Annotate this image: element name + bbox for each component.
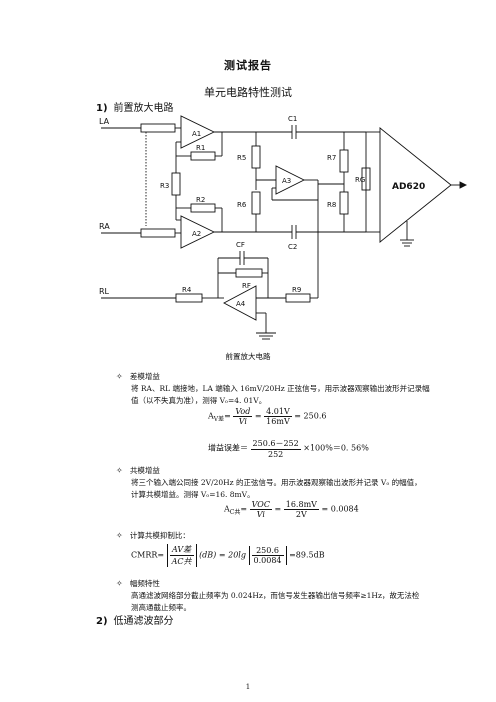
label-rf: RF — [242, 282, 251, 290]
label-c1: C1 — [288, 115, 297, 123]
label-c2: C2 — [288, 243, 297, 251]
freq-text-1: 高通滤波网络部分截止频率为 0.024Hz，而信号发生器输出信号频率≥1Hz，故… — [131, 591, 420, 600]
report-title: 测试报告 — [224, 59, 272, 72]
bullet-icon: ✧ — [116, 466, 123, 475]
diff-gain-heading: ✧ 差模增益 — [116, 371, 160, 383]
label-la: LA — [99, 117, 110, 126]
label-r3: R3 — [160, 182, 169, 190]
opamp-a4 — [223, 285, 257, 321]
label-r1: R1 — [196, 144, 205, 152]
page-number: 1 — [245, 683, 251, 691]
cmrr-title: 计算共模抑制比： — [129, 531, 190, 540]
opamp-a3 — [275, 165, 306, 195]
label-r4: R4 — [182, 286, 192, 294]
label-a4: A4 — [236, 300, 246, 308]
section-1-heading: 1) 前置放大电路 — [96, 99, 174, 114]
bullet-icon: ✧ — [116, 531, 123, 540]
section-2-number: 2) — [96, 616, 108, 627]
label-a1: A1 — [192, 130, 201, 138]
preamp-circuit-diagram: LA RA RL A1 A2 A3 A4 R1 R2 R3 R4 R5 R6 R… — [99, 115, 468, 340]
section-2-label: 低通滤波部分 — [113, 616, 174, 627]
common-gain-text-1: 将三个输入端公同接 2V/20Hz 的正弦信号。用示波器观察输出波形并记录 Vₒ… — [131, 478, 422, 487]
circuit-caption: 前置放大电路 — [225, 352, 271, 361]
section-1-label: 前置放大电路 — [113, 103, 174, 114]
label-ra: RA — [99, 222, 110, 231]
freq-text-2: 测高通截止频率。 — [131, 603, 191, 612]
common-gain-heading: ✧ 共模增益 — [116, 465, 160, 477]
label-ad620: AD620 — [392, 182, 425, 192]
label-rl: RL — [99, 287, 110, 296]
label-r9: R9 — [292, 286, 301, 294]
ad620-amplifier — [379, 127, 452, 243]
label-r5: R5 — [237, 154, 246, 162]
label-r6: R6 — [237, 201, 247, 209]
report-subtitle: 单元电路特性测试 — [204, 86, 292, 99]
label-a2: A2 — [192, 230, 201, 238]
label-a3: A3 — [282, 177, 291, 185]
freq-title: 幅频特性 — [129, 579, 160, 588]
ra-input-resistor — [140, 228, 176, 238]
opamp-a2 — [180, 215, 216, 249]
section-2-heading: 2) 低通滤波部分 — [96, 612, 174, 627]
diff-gain-text-1: 将 RA、RL 端接地，LA 端输入 16mV/20Hz 正弦信号，用示波器观察… — [131, 384, 430, 393]
freq-heading: ✧ 幅频特性 — [116, 578, 160, 590]
label-cf: CF — [236, 241, 245, 249]
opamp-a1 — [180, 115, 216, 149]
label-r8: R8 — [327, 201, 336, 209]
diff-gain-title: 差模增益 — [129, 372, 160, 381]
cmrr-heading: ✧ 计算共模抑制比： — [116, 530, 190, 542]
label-rg: RG — [355, 176, 365, 184]
section-1-number: 1) — [96, 103, 108, 114]
la-input-resistor — [140, 123, 176, 133]
label-r7: R7 — [327, 154, 336, 162]
bullet-icon: ✧ — [116, 579, 123, 588]
common-gain-text-2: 计算共模增益。测得 Vₒ=16. 8mV。 — [131, 490, 255, 499]
diff-gain-text-2: 值（以不失真为准），测得 Vₒ=4. 01V。 — [131, 396, 267, 405]
label-r2: R2 — [196, 196, 205, 204]
bullet-icon: ✧ — [116, 372, 123, 381]
common-gain-title: 共模增益 — [129, 466, 160, 475]
